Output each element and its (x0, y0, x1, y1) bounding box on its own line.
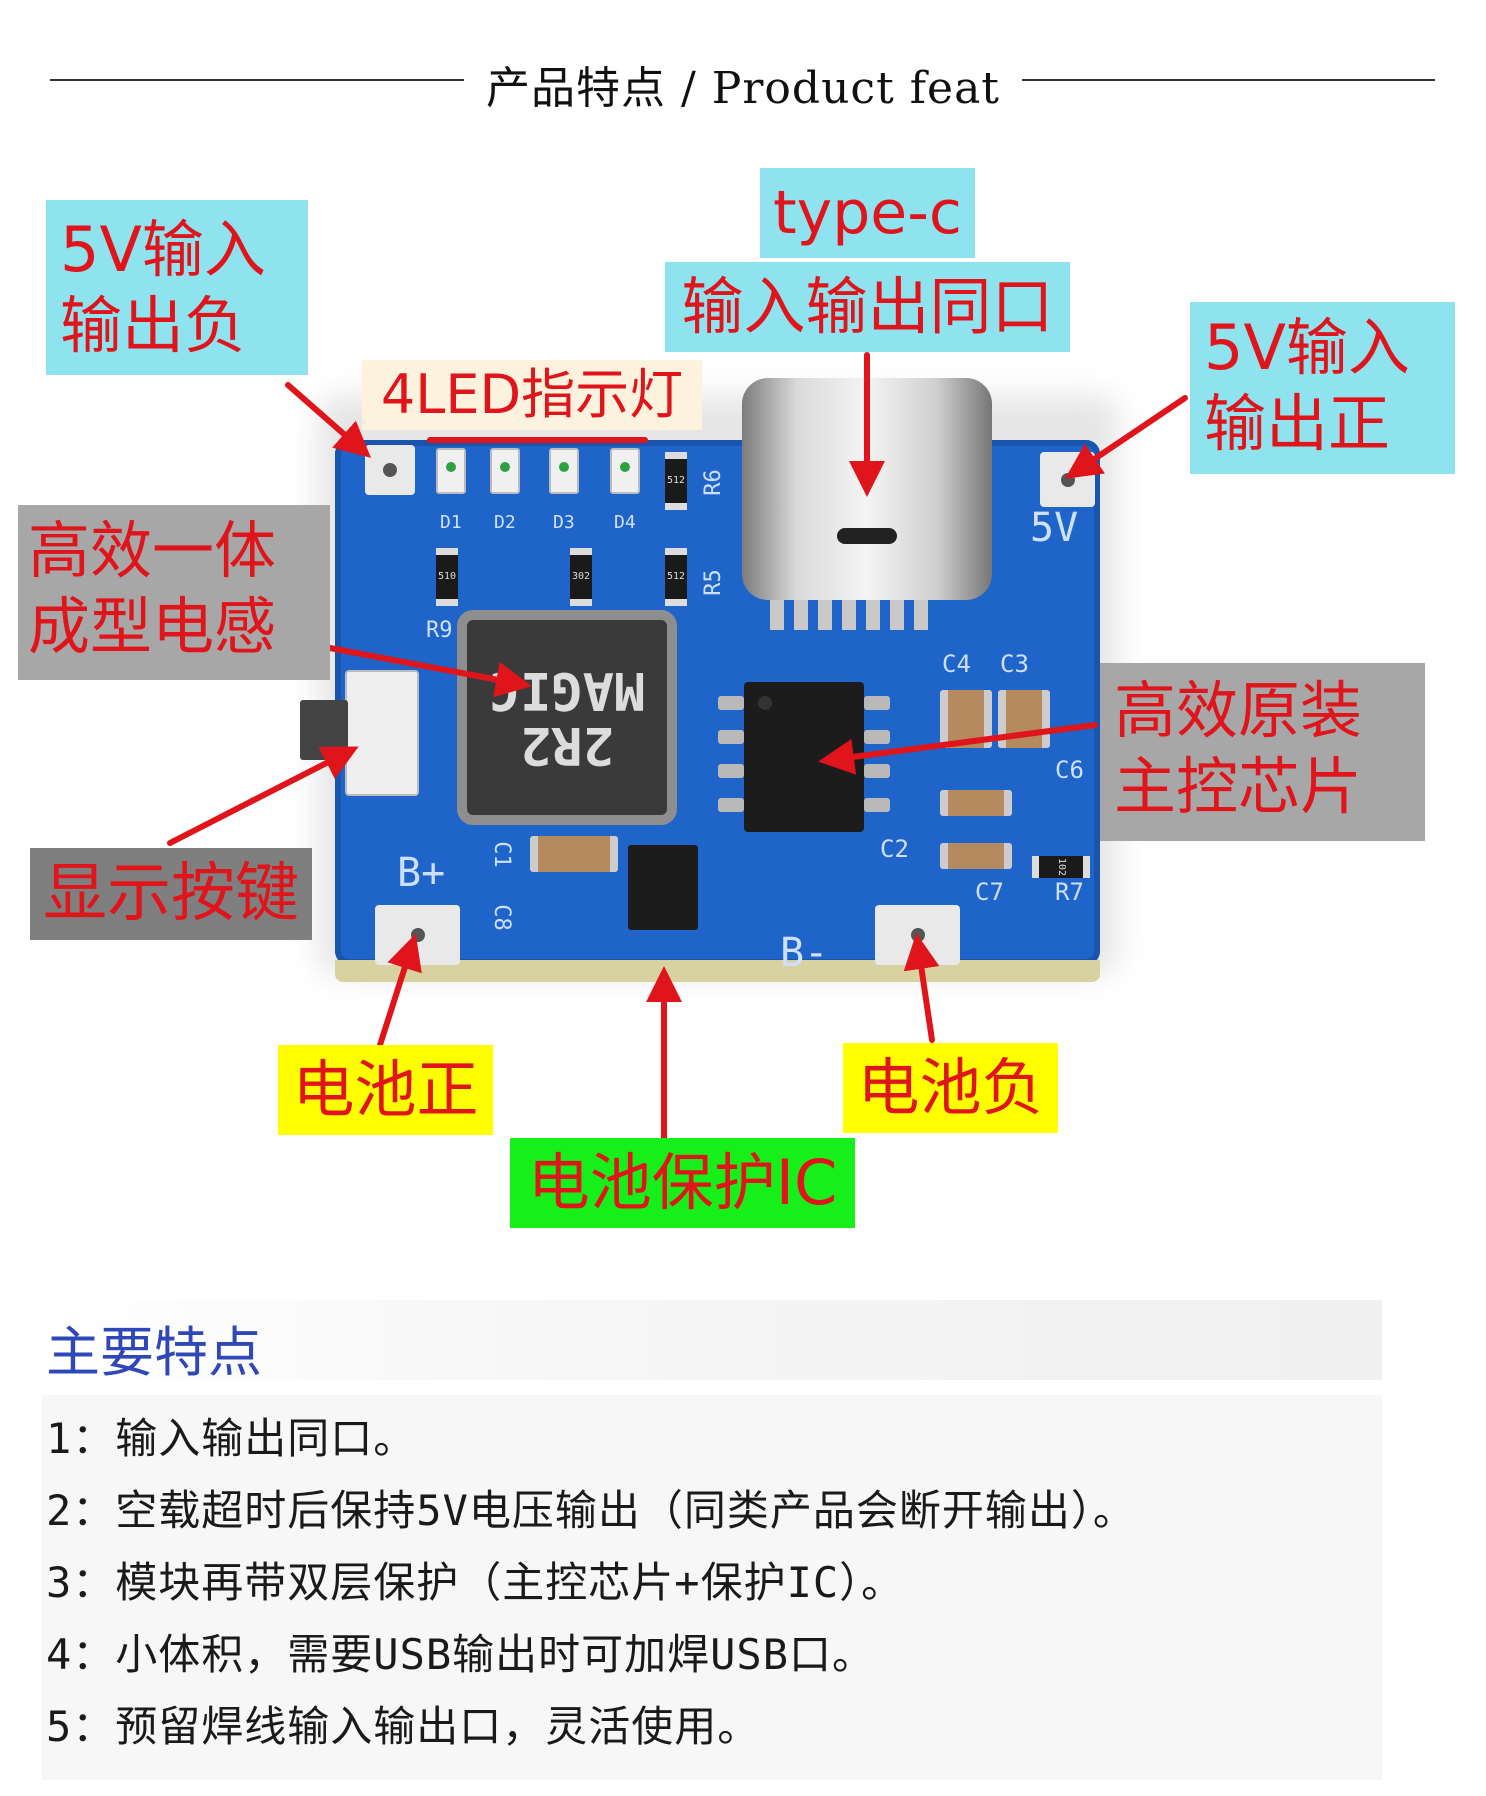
features-title-band (42, 1300, 1382, 1380)
chip-leg (864, 730, 890, 744)
resistor-302: 302 (570, 548, 592, 606)
arrow-to-battery-positive (377, 933, 422, 1048)
arrow-to-output-negative (285, 382, 372, 458)
silk-5v: 5V (1030, 505, 1079, 551)
arrow-to-output-positive (1065, 395, 1188, 479)
silk-b-plus: B+ (397, 850, 446, 896)
silk-d4: D4 (614, 512, 636, 533)
chip-leg (718, 730, 744, 744)
chip-leg (864, 696, 890, 710)
silk-c4: C4 (942, 650, 971, 678)
capacitor-c7 (940, 843, 1012, 869)
arrow-to-main-chip (818, 722, 1098, 775)
feature-item: 5：预留焊线输入输出口，灵活使用。 (46, 1702, 761, 1751)
page-title: 产品特点 / Product feat (0, 52, 1486, 116)
silk-c2: C2 (880, 835, 909, 863)
silk-c3: C3 (1000, 650, 1029, 678)
feature-item: 1：输入输出同口。 (46, 1414, 417, 1463)
led-d4 (610, 448, 640, 494)
label-led-indicator: 4LED指示灯 (362, 360, 702, 430)
silk-d3: D3 (553, 512, 575, 533)
label-type-c-io: 输入输出同口 (665, 262, 1070, 352)
led-d2 (490, 448, 520, 494)
pad-output-negative (365, 445, 415, 495)
led-d1 (436, 448, 466, 494)
label-input-negative: 5V输入 输出负 (46, 200, 308, 375)
label-inductor: 高效一体 成型电感 (18, 505, 330, 680)
battery-protection-ic (628, 845, 698, 930)
silk-r9: R9 (426, 618, 453, 643)
silk-b-minus: B- (780, 930, 829, 976)
features-body (42, 1395, 1382, 1780)
feature-item: 2：空载超时后保持5V电压输出（同类产品会断开输出）。 (46, 1486, 1136, 1535)
feature-item: 4：小体积，需要USB输出时可加焊USB口。 (46, 1630, 876, 1679)
resistor-r6: 512 (665, 452, 687, 510)
callout-arrows (167, 352, 1188, 1141)
label-battery-negative: 电池负 (843, 1043, 1058, 1133)
label-type-c: type-c (760, 168, 975, 258)
header-rule-right (995, 79, 1435, 81)
label-input-positive: 5V输入 输出正 (1190, 302, 1455, 474)
silk-c7: C7 (975, 878, 1004, 906)
arrow-to-inductor (327, 645, 532, 698)
label-main-chip: 高效原装 主控芯片 (1100, 663, 1425, 841)
usb-type-c-pins (770, 600, 970, 630)
chip-leg (718, 764, 744, 778)
capacitor-c1 (530, 836, 618, 872)
chip-leg (864, 798, 890, 812)
label-battery-positive: 电池正 (278, 1045, 493, 1135)
chip-leg (718, 798, 744, 812)
arrow-to-battery-negative (903, 933, 940, 1043)
chip-leg (864, 764, 890, 778)
label-display-button: 显示按键 (30, 848, 312, 940)
resistor-r5: 512 (665, 548, 687, 606)
silk-c6: C6 (1055, 756, 1084, 784)
label-battery-protection-ic: 电池保护IC (510, 1138, 855, 1228)
silk-d2: D2 (494, 512, 516, 533)
arrow-to-display-button (167, 746, 359, 846)
header-rule-left (50, 79, 490, 81)
led-d3 (549, 448, 579, 494)
capacitor-c6 (940, 790, 1012, 816)
chip-leg (718, 696, 744, 710)
features-title: 主要特点 (46, 1321, 262, 1384)
resistor-r9: 510 (436, 548, 458, 606)
silk-r7: R7 (1055, 878, 1084, 906)
silk-d1: D1 (440, 512, 462, 533)
feature-item: 3：模块再带双层保护（主控芯片+保护IC）。 (46, 1558, 905, 1607)
